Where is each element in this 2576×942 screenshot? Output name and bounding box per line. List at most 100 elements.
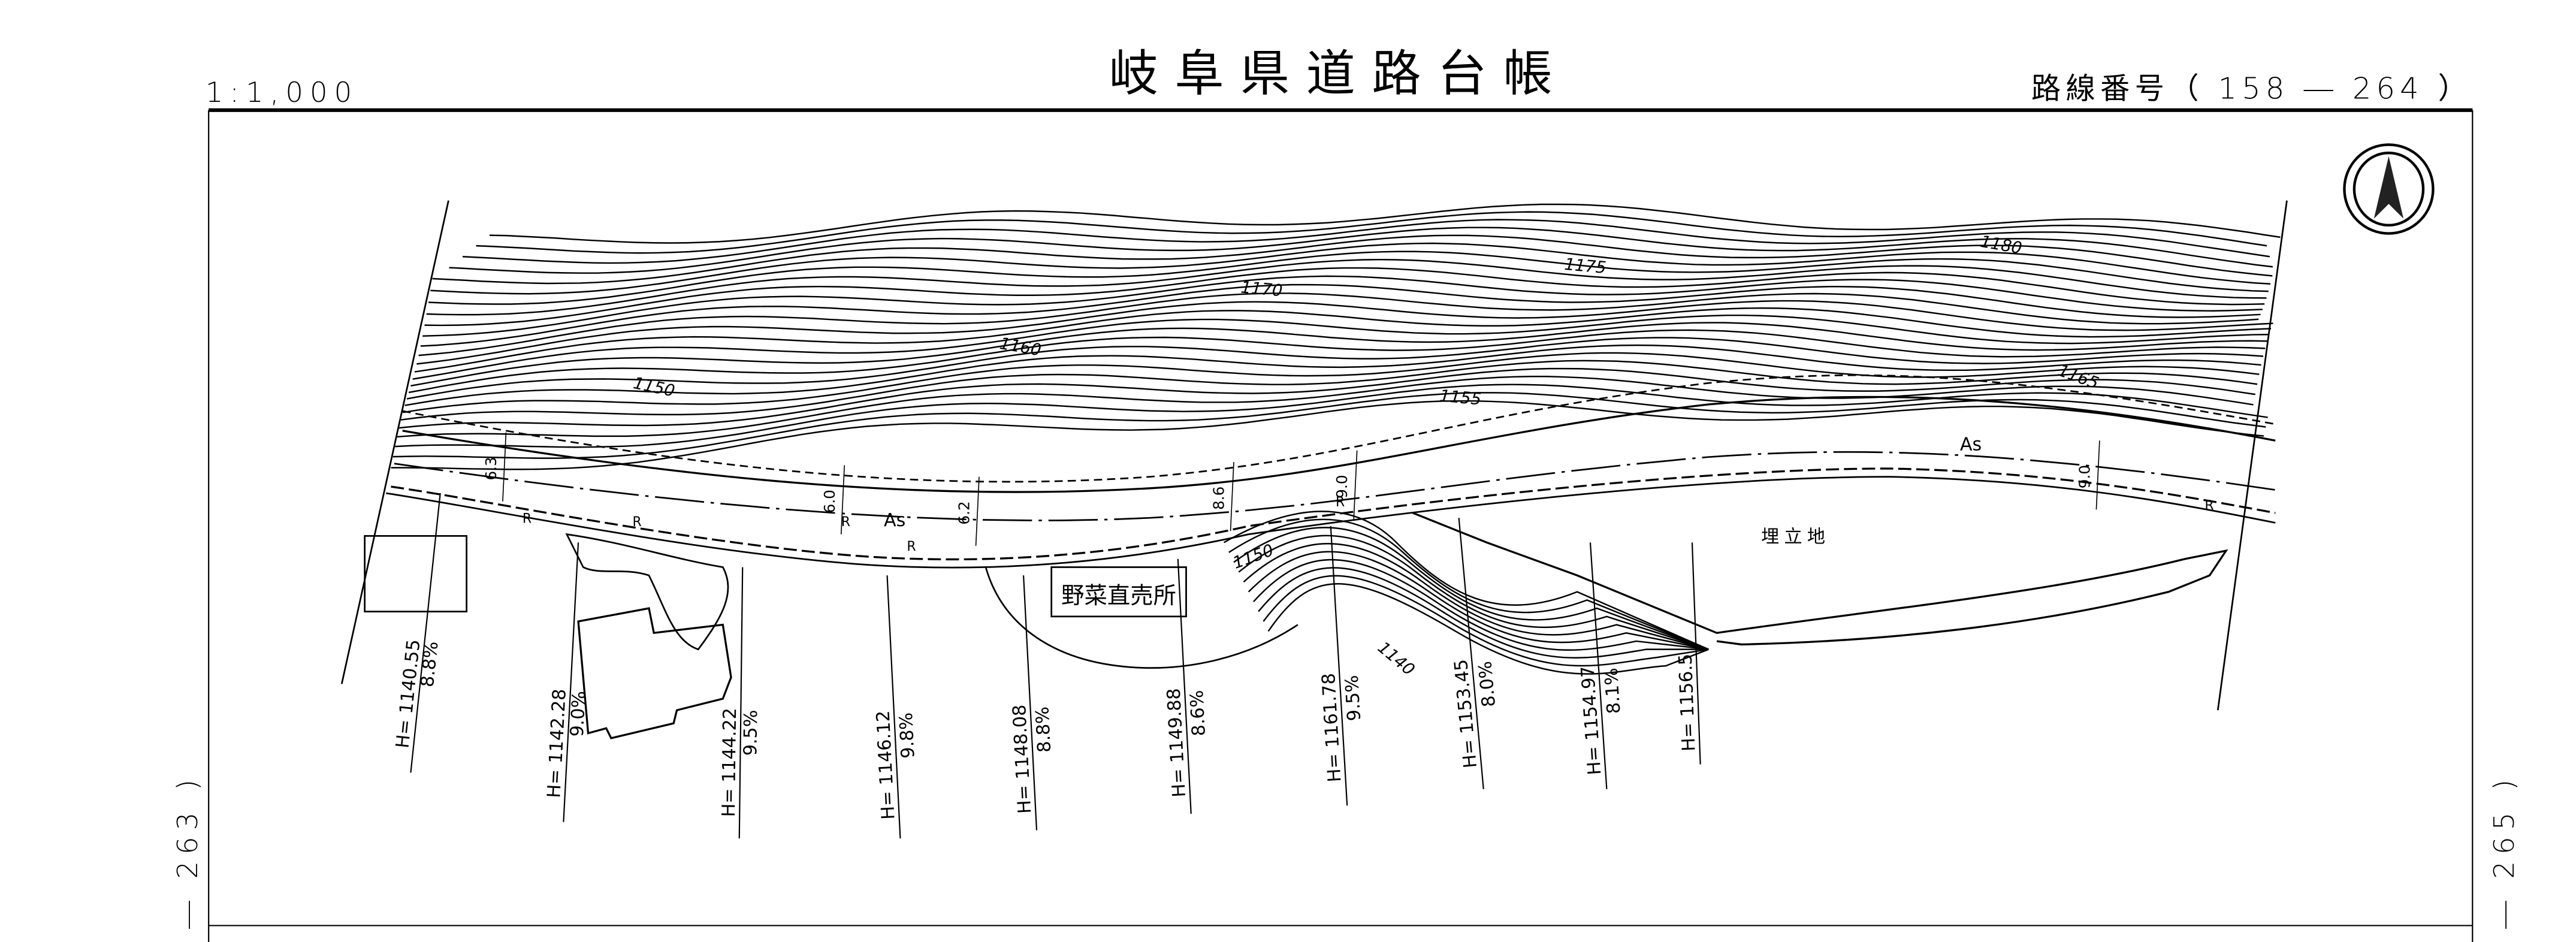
contour-line <box>412 314 2269 380</box>
cross-section-line <box>1589 542 1608 789</box>
contour-line <box>428 250 2269 305</box>
route-number: 路線番号（ 158 ― 264 ） <box>2031 71 2472 106</box>
section-grade: 8.1% <box>1601 667 1625 714</box>
vegetable-stand-label: 野菜直売所 <box>1061 582 1176 609</box>
contour-line <box>408 329 2266 394</box>
building-outline <box>577 607 732 739</box>
contour-elevation-label: 1175 <box>1563 255 1606 277</box>
cross-section: H= 1153.458.0% <box>1451 518 1500 789</box>
road-wall-lower <box>386 476 2276 569</box>
cross-section-line <box>563 542 579 822</box>
contour-line <box>476 211 2267 254</box>
road-width-label: 6.3 <box>482 457 500 480</box>
contour-line <box>426 258 2267 316</box>
cross-section-line <box>1691 542 1701 765</box>
contour-line <box>395 384 2268 448</box>
contour-elevation-label: 1180 <box>1979 233 2024 258</box>
cross-section: H= 1146.129.8% <box>873 575 919 839</box>
contour-line <box>414 307 2272 373</box>
contour-line <box>1228 518 1709 650</box>
contour-line <box>449 227 2273 274</box>
landfill-label: 埋立地 <box>1761 526 1830 547</box>
north-arrow-icon <box>2343 143 2435 235</box>
hill-contour <box>985 567 1298 669</box>
retaining-wall-label: R <box>1336 495 1345 510</box>
section-elevation: H= 1142.28 <box>543 689 570 799</box>
contour-line <box>391 400 2264 470</box>
contour-line <box>418 292 2259 357</box>
contour-line <box>397 376 2254 438</box>
contour-line <box>404 344 2261 406</box>
cross-section-line <box>1022 575 1038 831</box>
contour-line <box>410 322 2267 387</box>
contour-elevation-label: 1140 <box>1374 638 1418 680</box>
section-grade: 9.5% <box>1342 675 1365 722</box>
cross-section: H= 1149.888.6% <box>1164 558 1210 814</box>
road-edge-lower <box>391 467 2276 561</box>
contour-elevation-label: 1155 <box>1439 387 1482 409</box>
road-width-dimension <box>502 432 507 502</box>
road-centerline <box>394 451 2276 521</box>
road-edge-upper <box>402 395 2276 493</box>
contour-elevation-label: 1165 <box>2055 361 2101 393</box>
pavement-label: As <box>884 510 905 531</box>
retaining-wall-label: R <box>523 511 531 526</box>
road <box>386 374 2276 569</box>
cross-section: H= 1156.5 <box>1675 542 1701 765</box>
road-width-dimension <box>1353 450 1358 520</box>
match-line-left <box>340 200 449 684</box>
section-grade: 8.8% <box>1032 706 1055 753</box>
contour-line <box>403 352 2260 413</box>
road-width-dimension <box>1230 461 1234 532</box>
adjacent-sheet-right[interactable]: ― 265 ) <box>2488 773 2520 929</box>
vegetable-stand: 野菜直売所 <box>1050 566 1187 618</box>
road-width-dimension <box>840 465 845 535</box>
contour-line <box>406 337 2264 400</box>
section-grade: 9.0% <box>567 690 590 737</box>
contour-line <box>1258 567 1709 659</box>
garden-pond <box>565 533 729 651</box>
contour-line <box>1233 527 1709 650</box>
contour-line <box>490 203 2281 244</box>
cross-section: H= 1142.289.0% <box>543 542 590 822</box>
contour-line <box>392 392 2266 459</box>
sheet-title: 岐阜県道路台帳 <box>1109 46 1569 102</box>
contours-upper-slope <box>391 203 2281 470</box>
contour-line <box>1243 543 1709 650</box>
contour-line <box>463 219 2270 264</box>
retaining-wall-label: R <box>2204 498 2213 513</box>
contour-line <box>1223 511 1709 650</box>
contour-line <box>1253 558 1709 651</box>
cross-section-line <box>1177 558 1192 814</box>
section-elevation: H= 1148.08 <box>1009 704 1035 814</box>
scale-label: 1:1,000 <box>206 76 359 108</box>
cross-section-line <box>1458 518 1484 789</box>
section-grade: 9.8% <box>896 712 919 759</box>
cross-section-line <box>1330 526 1348 806</box>
cross-section-line <box>738 567 744 839</box>
contour-line <box>416 300 2273 365</box>
building-outline <box>364 535 468 612</box>
road-width-label: 8.6 <box>1210 487 1228 510</box>
road-width-label: 6.0 <box>821 490 838 513</box>
contour-line <box>422 275 2263 337</box>
landfill-boundary <box>1412 512 2228 646</box>
contour-line <box>420 283 2261 347</box>
cross-section: H= 1148.088.8% <box>1009 575 1055 831</box>
contour-line <box>400 360 2258 421</box>
section-grade: 8.8% <box>417 640 443 688</box>
contour-line <box>1263 575 1709 667</box>
retaining-wall-label: R <box>907 539 916 554</box>
road-width-label: 9.0 <box>2076 465 2093 488</box>
contour-line <box>1248 551 1709 650</box>
section-grade: 9.5% <box>740 709 762 756</box>
contour-line <box>432 234 2273 285</box>
contour-elevation-label: 1150 <box>632 374 677 401</box>
contour-elevation-label: 1170 <box>1240 278 1283 300</box>
road-width-dimension <box>2095 440 2100 510</box>
retaining-wall-label: R <box>841 515 850 530</box>
section-grade: 8.0% <box>1475 660 1500 708</box>
adjacent-sheet-left[interactable]: ― 263 ) <box>171 773 204 929</box>
match-line-right <box>2216 200 2288 711</box>
